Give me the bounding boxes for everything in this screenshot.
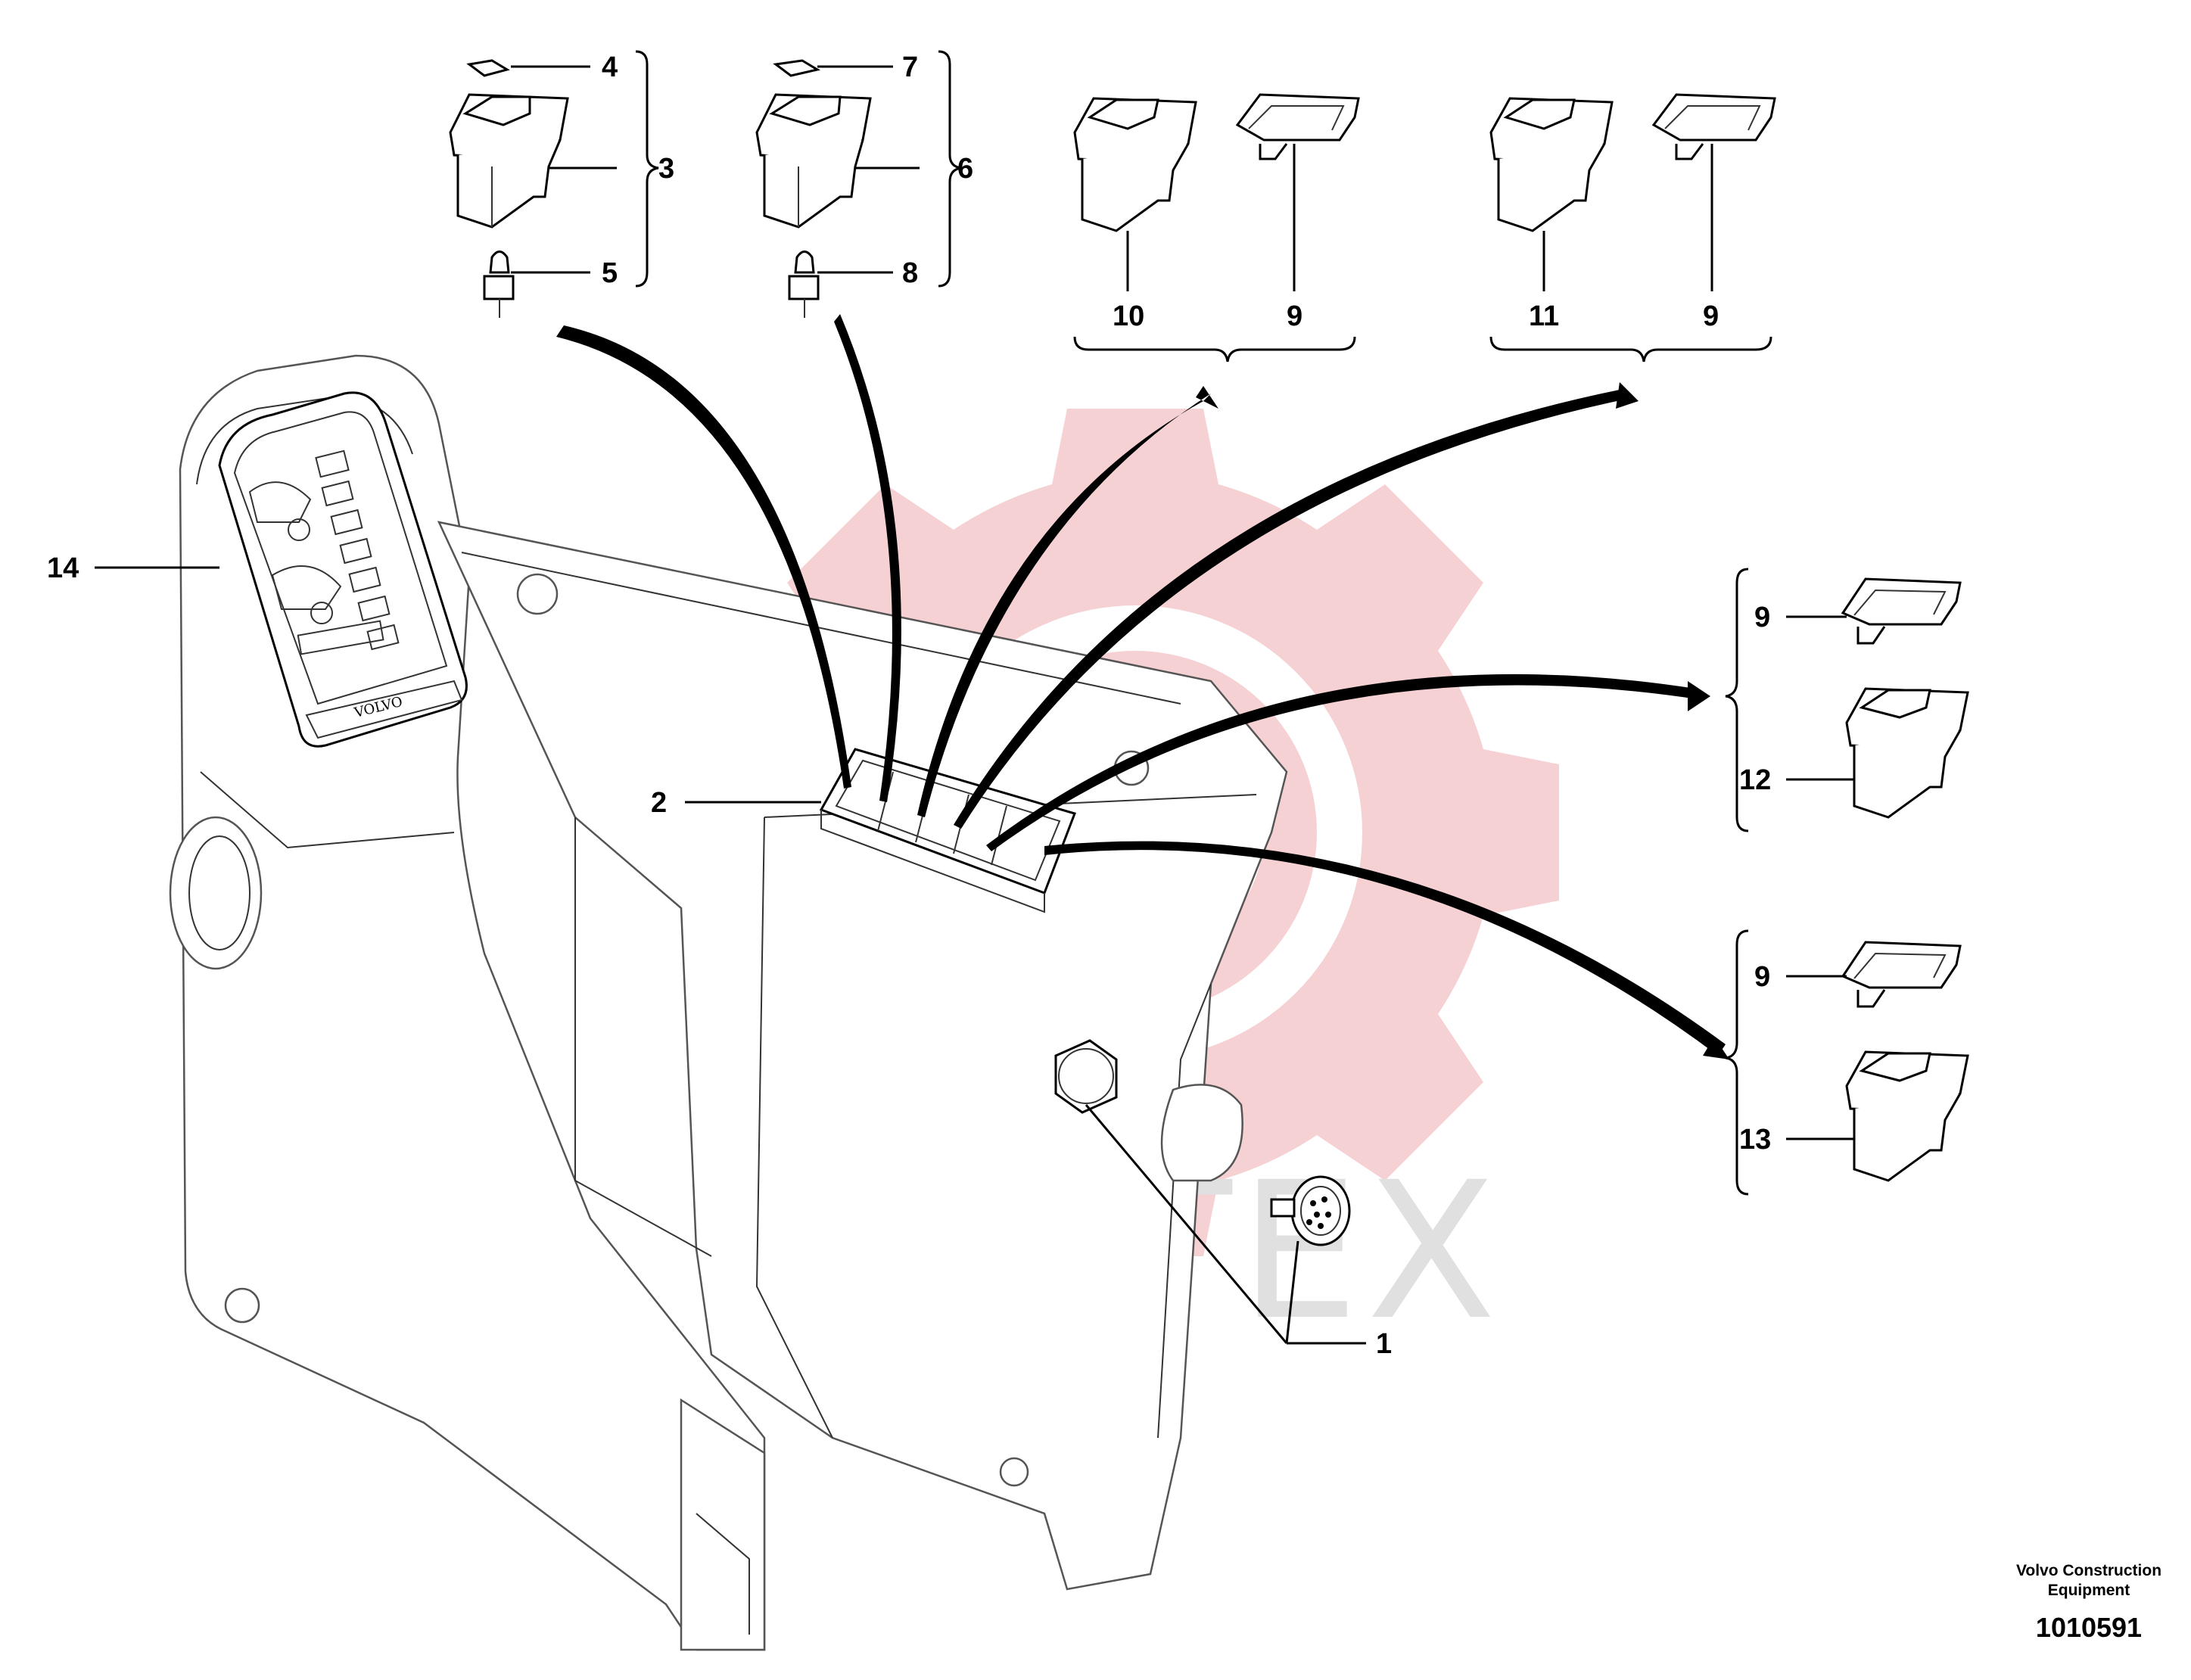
switch-13-assembly: [1841, 941, 1969, 1182]
switch-11-assembly: [1489, 93, 1776, 232]
drawing-number: 1010591: [2036, 1612, 2142, 1643]
callout-5: 5: [602, 257, 618, 289]
instrument-cluster: VOLVO: [218, 391, 468, 748]
callout-11: 11: [1529, 300, 1559, 332]
footer: Volvo Construction Equipment 1010591: [2016, 1562, 2161, 1643]
callout-9-d: 9: [1754, 961, 1770, 993]
callout-6: 6: [957, 153, 973, 185]
callout-4: 4: [602, 51, 618, 83]
callout-13: 13: [1739, 1124, 1771, 1156]
leader-lines: [95, 50, 1854, 1345]
callout-1: 1: [1376, 1328, 1392, 1360]
callout-9-c: 9: [1754, 602, 1770, 633]
switch-10-assembly: [1073, 93, 1360, 232]
footer-company-line1: Volvo Construction: [2016, 1562, 2161, 1579]
callout-9-a: 9: [1287, 300, 1302, 332]
callout-8: 8: [902, 257, 918, 289]
power-socket-part: [1054, 1039, 1351, 1246]
callout-3: 3: [658, 153, 674, 185]
callout-2: 2: [651, 787, 667, 819]
callout-7: 7: [902, 51, 918, 83]
switch-12-assembly: [1841, 577, 1969, 819]
callout-12: 12: [1739, 764, 1771, 796]
callout-9-b: 9: [1703, 300, 1719, 332]
footer-company-line2: Equipment: [2048, 1582, 2130, 1599]
callout-10: 10: [1113, 300, 1144, 332]
callout-labels: 4 3 5 7 6 8 10 9 11 9 9 12 9 13 14 2 1: [47, 51, 1771, 1360]
warning-lamps: [315, 450, 400, 651]
callout-14: 14: [47, 552, 79, 584]
slot-arrows: [556, 314, 1729, 1059]
switch-3-assembly: [449, 59, 569, 318]
switch-6-assembly: [755, 59, 872, 318]
